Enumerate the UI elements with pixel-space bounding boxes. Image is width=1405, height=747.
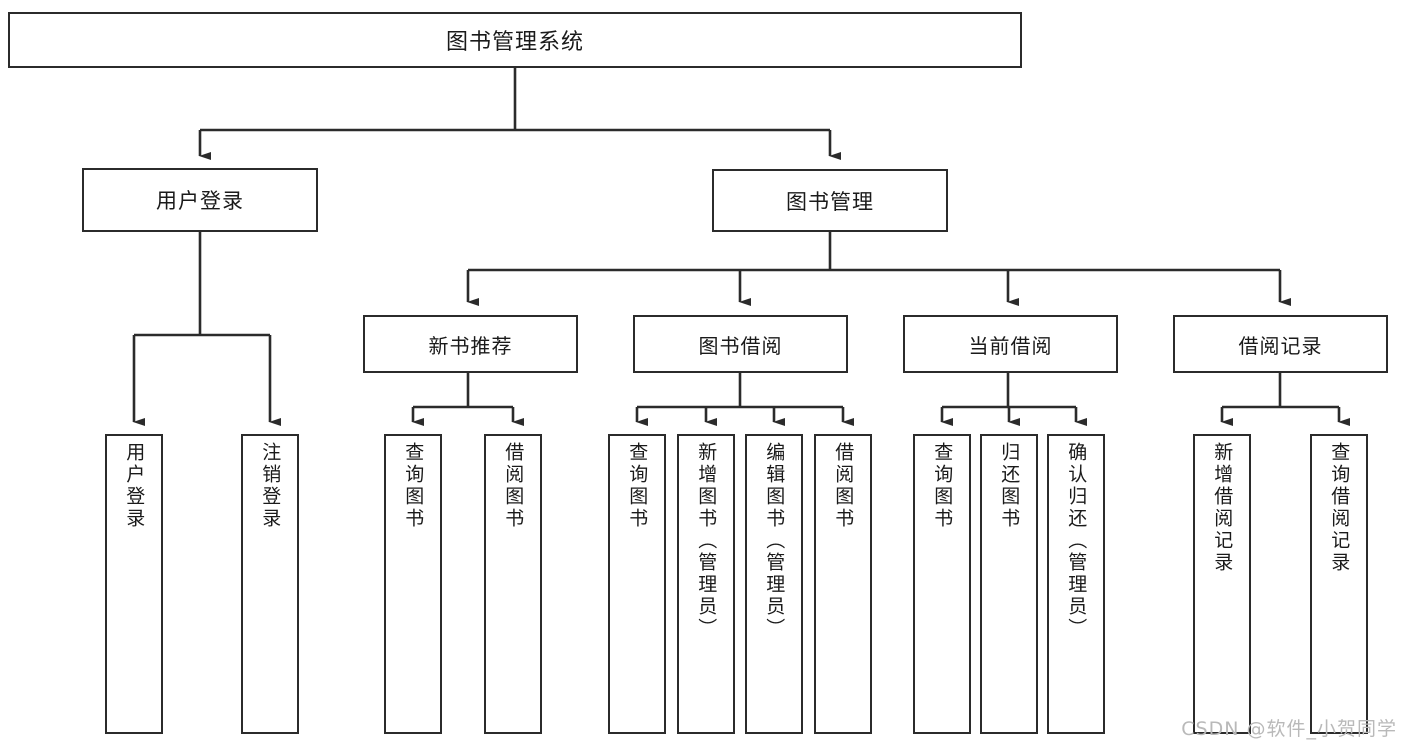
node-book-management[interactable]: 图书管理 [712, 169, 948, 232]
node-leaf-query-book-3-label: 查询图书 [931, 442, 954, 530]
node-book-borrow-label: 图书借阅 [698, 333, 783, 358]
node-user-login[interactable]: 用户登录 [82, 168, 318, 232]
node-leaf-query-record[interactable]: 查询借阅记录 [1310, 434, 1368, 734]
node-leaf-add-record[interactable]: 新增借阅记录 [1193, 434, 1251, 734]
node-leaf-user-logout-label: 注销登录 [259, 442, 282, 530]
node-leaf-borrow-book-2-label: 借阅图书 [832, 442, 855, 530]
node-leaf-borrow-book-2[interactable]: 借阅图书 [814, 434, 872, 734]
node-root[interactable]: 图书管理系统 [8, 12, 1022, 68]
node-current-borrow-label: 当前借阅 [968, 333, 1053, 358]
node-leaf-user-login-label: 用户登录 [123, 442, 146, 530]
node-new-book-recommend[interactable]: 新书推荐 [363, 315, 578, 373]
node-leaf-user-logout[interactable]: 注销登录 [241, 434, 299, 734]
node-user-login-label: 用户登录 [156, 189, 244, 213]
node-new-book-recommend-label: 新书推荐 [428, 333, 513, 358]
node-borrow-record[interactable]: 借阅记录 [1173, 315, 1388, 373]
node-leaf-query-book-1[interactable]: 查询图书 [384, 434, 442, 734]
node-current-borrow[interactable]: 当前借阅 [903, 315, 1118, 373]
node-leaf-borrow-book-1-label: 借阅图书 [502, 442, 525, 530]
node-leaf-edit-book[interactable]: 编辑图书（管理员） [745, 434, 803, 734]
node-leaf-query-book-1-label: 查询图书 [402, 442, 425, 530]
node-leaf-query-book-2-label: 查询图书 [626, 442, 649, 530]
node-leaf-add-record-label: 新增借阅记录 [1211, 442, 1234, 574]
node-leaf-return-book[interactable]: 归还图书 [980, 434, 1038, 734]
node-leaf-borrow-book-1[interactable]: 借阅图书 [484, 434, 542, 734]
node-book-management-label: 图书管理 [786, 189, 874, 214]
node-root-label: 图书管理系统 [445, 30, 584, 55]
node-leaf-edit-book-label: 编辑图书（管理员） [763, 442, 786, 640]
node-leaf-add-book-label: 新增图书（管理员） [695, 442, 718, 640]
node-leaf-query-book-3[interactable]: 查询图书 [913, 434, 971, 734]
node-leaf-query-record-label: 查询借阅记录 [1328, 442, 1351, 574]
node-leaf-add-book[interactable]: 新增图书（管理员） [677, 434, 735, 734]
node-leaf-return-book-label: 归还图书 [998, 442, 1021, 530]
node-leaf-confirm-return[interactable]: 确认归还（管理员） [1047, 434, 1105, 734]
node-leaf-confirm-return-label: 确认归还（管理员） [1065, 442, 1088, 640]
node-leaf-query-book-2[interactable]: 查询图书 [608, 434, 666, 734]
node-borrow-record-label: 借阅记录 [1238, 333, 1323, 358]
watermark-text: CSDN @软件_小贺同学 [1181, 718, 1397, 740]
node-leaf-user-login[interactable]: 用户登录 [105, 434, 163, 734]
node-book-borrow[interactable]: 图书借阅 [633, 315, 848, 373]
